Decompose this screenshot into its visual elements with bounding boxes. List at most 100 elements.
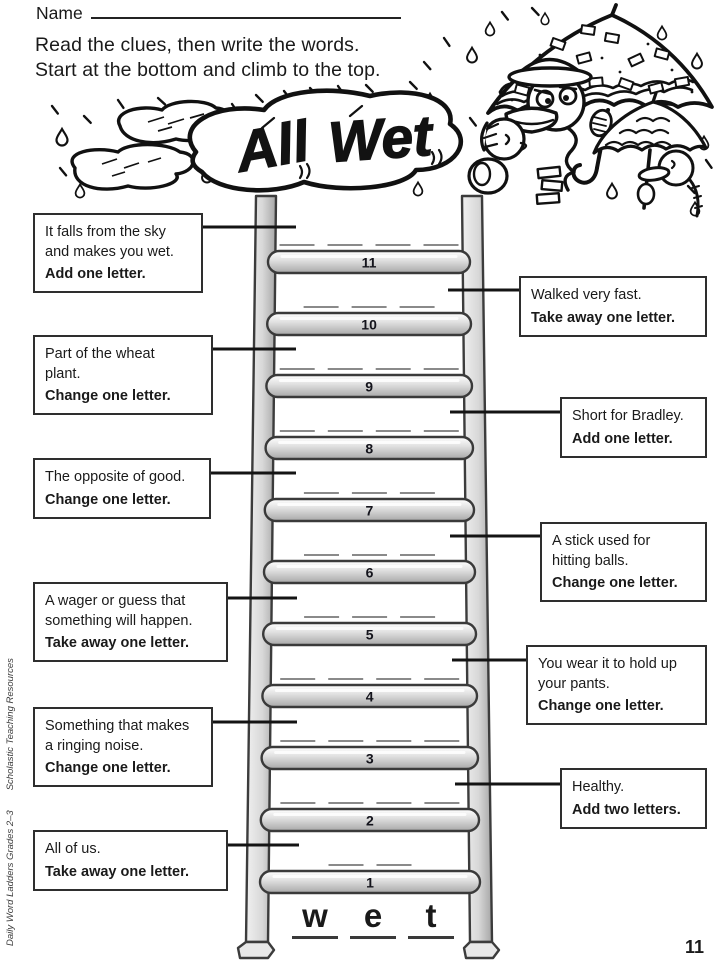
clue-text: your pants. bbox=[538, 675, 610, 692]
clue-action: Change one letter. bbox=[45, 760, 171, 777]
clue-text: plant. bbox=[45, 365, 81, 382]
ladder-left-rail bbox=[244, 194, 278, 944]
rung-number: 4 bbox=[366, 689, 374, 705]
duckling-icon bbox=[637, 149, 703, 218]
umbrella-band bbox=[495, 78, 695, 106]
ladder-rung-6: 6 bbox=[262, 554, 477, 585]
clue-text: something will happen. bbox=[45, 612, 193, 629]
clue-text: It falls from the sky bbox=[45, 224, 166, 240]
ladder-rung-3: 3 bbox=[260, 740, 480, 771]
clue-box-rung-5: A wager or guess that something will hap… bbox=[33, 582, 228, 663]
ladder-rung-4: 4 bbox=[261, 678, 479, 709]
start-letter: e bbox=[363, 897, 383, 934]
rung-number: 3 bbox=[366, 751, 374, 767]
rung-bar bbox=[258, 869, 482, 895]
title-puddle: All Wet bbox=[187, 88, 463, 193]
rung-number: 5 bbox=[366, 627, 374, 643]
name-label: Name bbox=[36, 3, 83, 23]
clouds-icon bbox=[498, 78, 697, 106]
page-number: 11 bbox=[684, 937, 704, 957]
ladder-rung-11: 11 bbox=[266, 244, 472, 275]
clue-text: a ringing noise. bbox=[45, 737, 144, 754]
clue-box-rung-1: All of us. Take away one letter. bbox=[33, 830, 228, 891]
start-letter-unit: t bbox=[408, 899, 454, 939]
instructions-line-2: Start at the bottom and climb to the top… bbox=[35, 59, 381, 81]
start-letter: w bbox=[302, 897, 328, 934]
clue-box-rung-4: You wear it to hold up your pants. Chang… bbox=[526, 645, 707, 726]
clue-text: A wager or guess that bbox=[45, 593, 186, 609]
rung-number: 8 bbox=[365, 441, 373, 457]
clue-action: Take away one letter. bbox=[45, 635, 189, 652]
rung-bar bbox=[263, 497, 476, 523]
clue-connectors bbox=[190, 225, 566, 847]
clue-action: Change one letter. bbox=[45, 388, 171, 405]
clue-box-rung-10: Walked very fast. Take away one letter. bbox=[519, 276, 707, 337]
title-word-all: All bbox=[229, 109, 315, 185]
sidebar-credit: Daily Word Ladders Grades 2–3 Scholastic… bbox=[5, 658, 16, 946]
rung-number: 1 bbox=[366, 875, 374, 891]
ladder-rails bbox=[236, 194, 501, 960]
rung-bar bbox=[260, 745, 480, 771]
rung-number: 9 bbox=[365, 379, 373, 395]
clue-text: Healthy. bbox=[572, 779, 625, 795]
credit-publisher: Scholastic Teaching Resources bbox=[5, 658, 16, 791]
ladder-rung-2: 2 bbox=[259, 802, 481, 833]
letter-underline bbox=[292, 936, 338, 939]
clue-action: Add two letters. bbox=[572, 801, 681, 818]
start-word: w e t bbox=[292, 899, 454, 939]
clue-text: Something that makes bbox=[45, 718, 190, 734]
ladder-right-foot bbox=[462, 940, 501, 960]
ladder-right-rail bbox=[460, 194, 494, 944]
puddles-icon bbox=[70, 99, 231, 191]
ladder-rung-5: 5 bbox=[262, 616, 478, 647]
rung-bar bbox=[261, 683, 479, 709]
rung-bar bbox=[262, 559, 477, 585]
clue-text: The opposite of good. bbox=[45, 469, 186, 485]
ladder-rung-8: 8 bbox=[264, 430, 475, 461]
ladder-rung-10: 10 bbox=[266, 306, 473, 337]
clue-action: Change one letter. bbox=[45, 491, 171, 508]
clue-action: Take away one letter. bbox=[531, 309, 675, 326]
name-row: Name bbox=[36, 2, 401, 24]
instructions-line-1: Read the clues, then write the words. bbox=[35, 34, 360, 56]
clue-action: Add one letter. bbox=[45, 266, 146, 283]
duck-icon bbox=[504, 57, 593, 205]
bird-icon bbox=[467, 117, 528, 195]
clue-text: Short for Bradley. bbox=[572, 408, 684, 424]
title-word-wet: Wet bbox=[326, 104, 436, 175]
rung-bar bbox=[259, 807, 481, 833]
clue-box-rung-8: Short for Bradley. Add one letter. bbox=[560, 397, 707, 458]
clue-text: A stick used for bbox=[552, 533, 651, 549]
rung-number: 7 bbox=[366, 503, 374, 519]
small-umbrella-icon bbox=[592, 91, 708, 210]
start-letter-unit: w bbox=[292, 899, 338, 939]
rung-number: 11 bbox=[362, 255, 377, 271]
umbrella-confetti bbox=[513, 24, 691, 97]
name-input-line[interactable] bbox=[90, 2, 401, 19]
clue-text: Walked very fast. bbox=[531, 287, 642, 303]
clue-box-rung-3: Something that makes a ringing noise. Ch… bbox=[33, 707, 213, 788]
rung-bar bbox=[264, 435, 475, 461]
start-letter-unit: e bbox=[350, 899, 396, 939]
rung-bar bbox=[266, 311, 473, 337]
title-puddle-outline bbox=[187, 88, 463, 193]
clue-text: hitting balls. bbox=[552, 552, 629, 569]
ladder-rung-7: 7 bbox=[263, 492, 476, 523]
letter-underline bbox=[350, 936, 396, 939]
rung-number: 10 bbox=[361, 317, 377, 333]
rung-bar bbox=[266, 249, 472, 275]
letter-underline bbox=[408, 936, 454, 939]
ladder-rungs: 1 2 3 4 5 6 7 8 9 10 11 bbox=[258, 244, 482, 895]
rung-bar bbox=[262, 621, 478, 647]
credit-series: Daily Word Ladders Grades 2–3 bbox=[5, 810, 16, 946]
splash-marks-icon bbox=[260, 104, 443, 180]
clue-text: and makes you wet. bbox=[45, 243, 174, 260]
ladder-rung-9: 9 bbox=[265, 368, 474, 399]
rung-bar bbox=[265, 373, 474, 399]
clue-action: Change one letter. bbox=[552, 575, 678, 592]
rung-number: 6 bbox=[366, 565, 374, 581]
clue-box-rung-7: The opposite of good. Change one letter. bbox=[33, 458, 211, 519]
clue-box-rung-2: Healthy. Add two letters. bbox=[560, 768, 707, 829]
rung-number: 2 bbox=[366, 813, 374, 829]
big-umbrella-icon bbox=[486, 3, 714, 185]
